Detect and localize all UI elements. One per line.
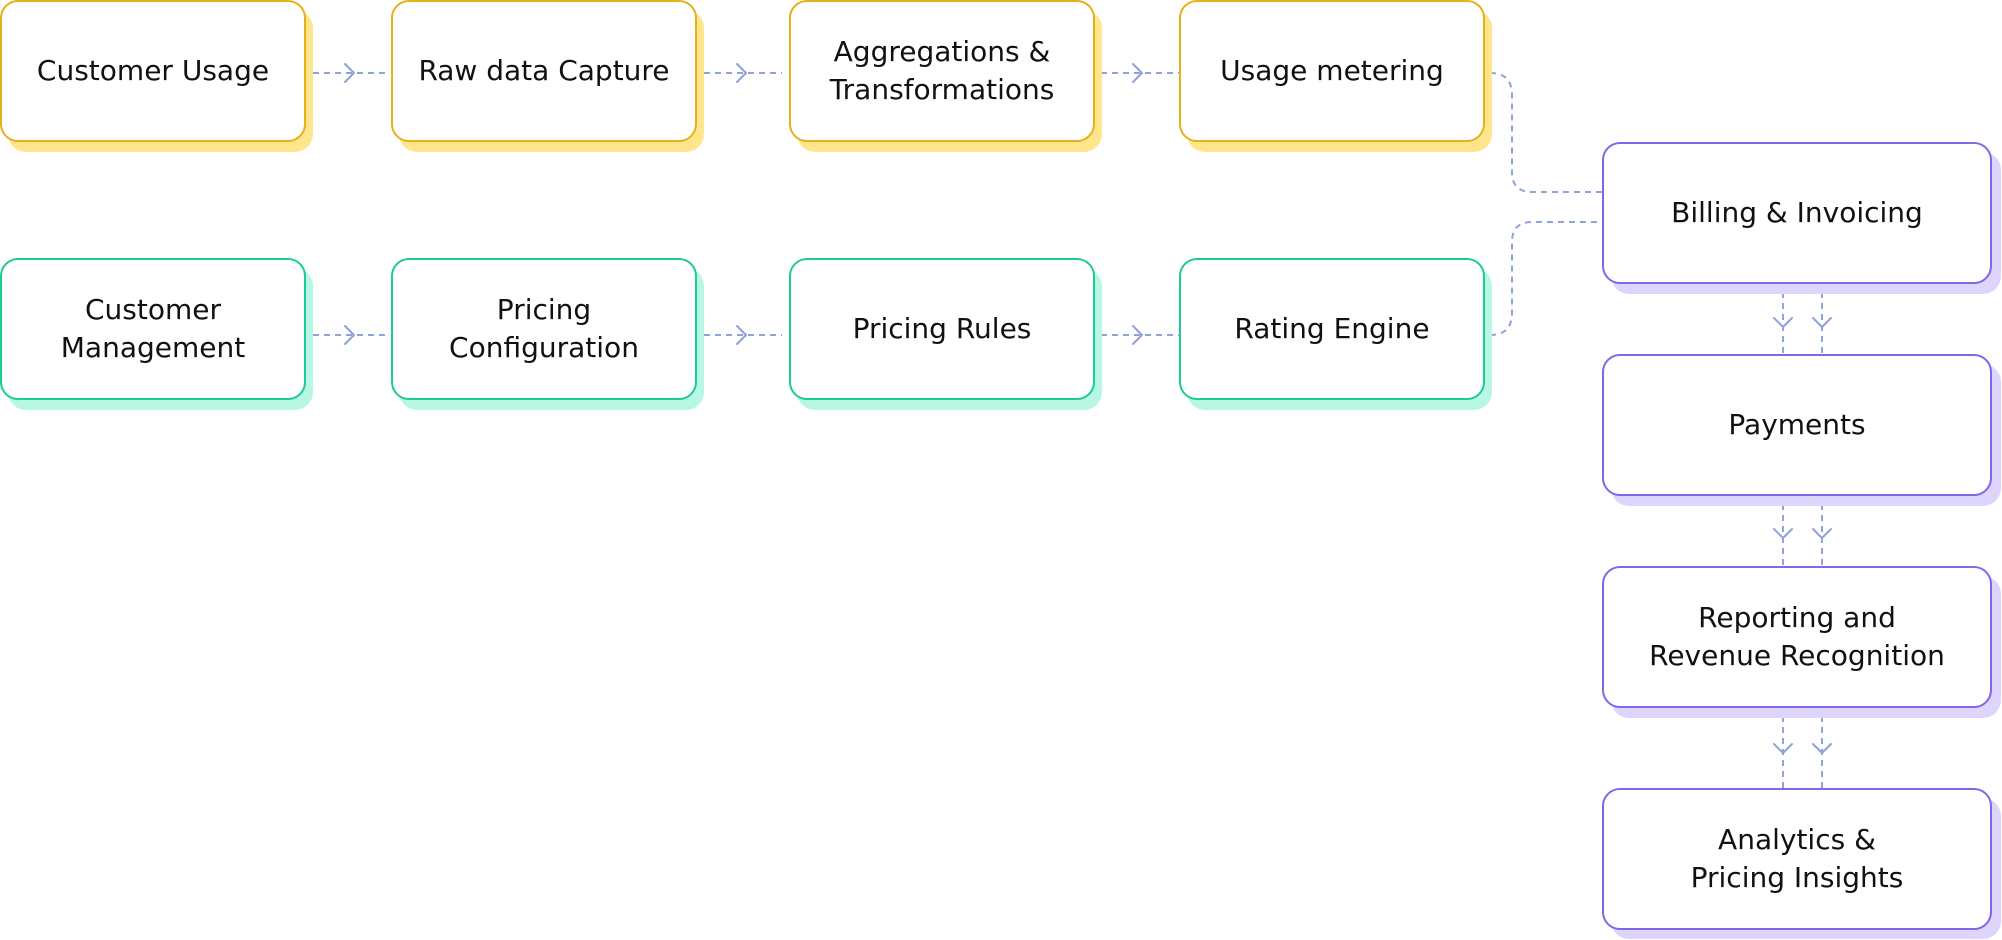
node-label: Customer Management: [60, 293, 246, 364]
arrow-head-icon: [1812, 317, 1832, 328]
arrow-head-icon: [1812, 528, 1832, 539]
node-label: Aggregations & Transformations: [829, 35, 1055, 106]
arrow-head-icon: [1812, 743, 1832, 754]
node-payments: Payments: [1602, 354, 1992, 496]
node-label: Customer Usage: [36, 54, 270, 87]
node-label: Usage metering: [1220, 54, 1444, 87]
arrow-head-icon: [1773, 528, 1793, 539]
node-customer-usage: Customer Usage: [0, 0, 306, 142]
node-pricing-rules: Pricing Rules: [789, 258, 1095, 400]
node-label: Pricing Rules: [852, 312, 1032, 345]
node-label: Pricing Configuration: [449, 293, 639, 364]
node-label: Payments: [1728, 408, 1866, 441]
arrow-head-icon: [1773, 743, 1793, 754]
node-label: Reporting and Revenue Recognition: [1649, 601, 1945, 672]
node-raw-data-capture: Raw data Capture: [391, 0, 697, 142]
arrow-head-icon: [1773, 317, 1793, 328]
connector-rating-to-billing: [1489, 221, 1602, 336]
node-label: Rating Engine: [1234, 312, 1430, 345]
node-usage-metering: Usage metering: [1179, 0, 1485, 142]
arrow-head-icon: [344, 63, 355, 83]
arrow-head-icon: [736, 325, 747, 345]
node-aggregations-transformations: Aggregations & Transformations: [789, 0, 1095, 142]
node-analytics-pricing-insights: Analytics & Pricing Insights: [1602, 788, 1992, 930]
node-label: Analytics & Pricing Insights: [1690, 823, 1904, 894]
node-rating-engine: Rating Engine: [1179, 258, 1485, 400]
arrow-head-icon: [1132, 63, 1143, 83]
arrow-head-icon: [344, 325, 355, 345]
node-reporting-revenue-recognition: Reporting and Revenue Recognition: [1602, 566, 1992, 708]
node-pricing-configuration: Pricing Configuration: [391, 258, 697, 400]
node-label: Billing & Invoicing: [1671, 196, 1923, 229]
node-label: Raw data Capture: [418, 54, 670, 87]
connector-metering-to-billing: [1489, 72, 1602, 193]
node-customer-management: Customer Management: [0, 258, 306, 400]
arrow-head-icon: [1132, 325, 1143, 345]
arrow-head-icon: [736, 63, 747, 83]
node-billing-invoicing: Billing & Invoicing: [1602, 142, 1992, 284]
